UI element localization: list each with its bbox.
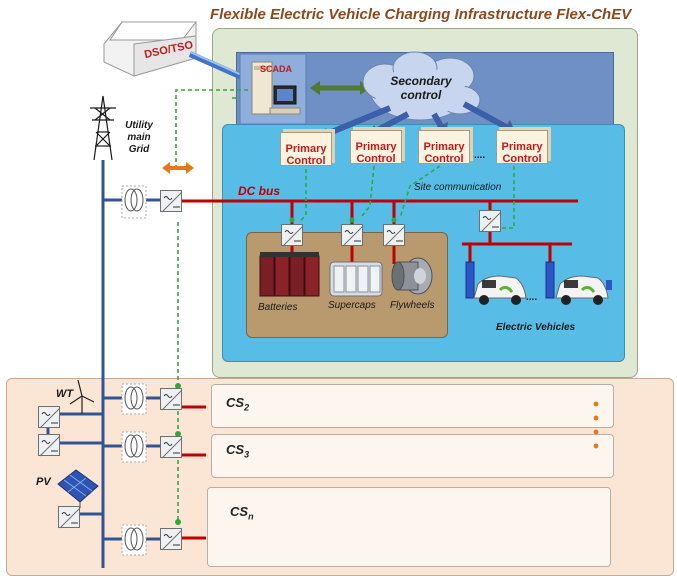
battery-converter-icon <box>281 224 304 247</box>
flywheel-converter-icon <box>383 224 406 247</box>
primary-control-3: Primary Control <box>418 130 470 165</box>
csn-label: CSn <box>230 504 254 522</box>
electric-vehicles-label: Electric Vehicles <box>496 322 576 333</box>
supercaps-label: Supercaps <box>328 300 376 311</box>
communication-links <box>175 89 515 520</box>
batteries-icon <box>259 252 320 297</box>
ev-charger-icons <box>465 261 555 299</box>
secondary-control-cloud <box>362 51 481 121</box>
utility-grid-label: Utility main Grid <box>125 120 153 155</box>
utility-pylon-icon <box>90 95 116 161</box>
transformer-icons <box>121 185 147 556</box>
diagram-title: Flexible Electric Vehicle Charging Infra… <box>210 6 632 23</box>
csn-converter-icon <box>160 528 183 551</box>
wt-label: WT <box>56 388 74 400</box>
primary-control-label: Primary Control <box>285 143 327 167</box>
primary-control-2: Primary Control <box>350 130 402 165</box>
dc-bus-label: DC bus <box>238 184 280 198</box>
secondary-to-primary-arrows <box>320 101 510 139</box>
grid-converter-icon <box>160 190 183 213</box>
primary-control-label: Primary Control <box>501 141 543 165</box>
pv-panel-icon <box>57 469 99 508</box>
scada-label: SCADA <box>260 64 293 74</box>
batteries-label: Batteries <box>258 302 298 313</box>
cs2-converter-icon <box>160 388 183 411</box>
cs3-sub: 3 <box>244 449 250 460</box>
ev-ellipsis: .... <box>526 292 538 303</box>
dso-tso-building-icon <box>103 21 198 77</box>
primary-control-label: Primary Control <box>423 141 465 165</box>
flywheels-label: Flywheels <box>390 300 435 311</box>
csn-sub: n <box>248 511 254 522</box>
supercaps-icon <box>329 261 383 297</box>
grid-exchange-arrow-icon <box>162 162 194 174</box>
wt-converter-2-icon <box>38 434 61 457</box>
scada-computer-icon <box>251 61 301 115</box>
primary-control-label: Primary Control <box>355 141 397 165</box>
more-stations-dots <box>593 401 599 449</box>
cs3-base: CS <box>226 442 245 457</box>
supercap-converter-icon <box>341 224 364 247</box>
pv-label: PV <box>36 476 51 488</box>
primary-ellipsis: .... <box>474 150 486 161</box>
dc-bus-lines <box>182 199 578 540</box>
cs2-label: CS2 <box>226 395 249 413</box>
wind-turbine-icon <box>69 379 95 414</box>
site-communication-label: Site communication <box>414 182 502 193</box>
station-box-csn <box>207 487 611 567</box>
scada-secondary-link-icon <box>310 81 370 95</box>
pv-converter-icon <box>58 506 81 529</box>
primary-control-4: Primary Control <box>496 130 548 165</box>
electric-car-icons <box>473 275 612 305</box>
secondary-control-label: Secondary control <box>390 74 452 102</box>
wt-converter-1-icon <box>38 406 61 429</box>
ev-bus-converter-icon <box>479 210 502 233</box>
primary-control-1: Primary Control <box>280 132 332 167</box>
station-box-cs3 <box>211 434 614 478</box>
station-box-cs2 <box>211 384 614 428</box>
flywheel-icon <box>391 257 433 295</box>
cs2-sub: 2 <box>244 402 250 413</box>
csn-base: CS <box>230 504 249 519</box>
cs2-base: CS <box>226 395 245 410</box>
cs3-label: CS3 <box>226 442 249 460</box>
cs3-converter-icon <box>160 436 183 459</box>
